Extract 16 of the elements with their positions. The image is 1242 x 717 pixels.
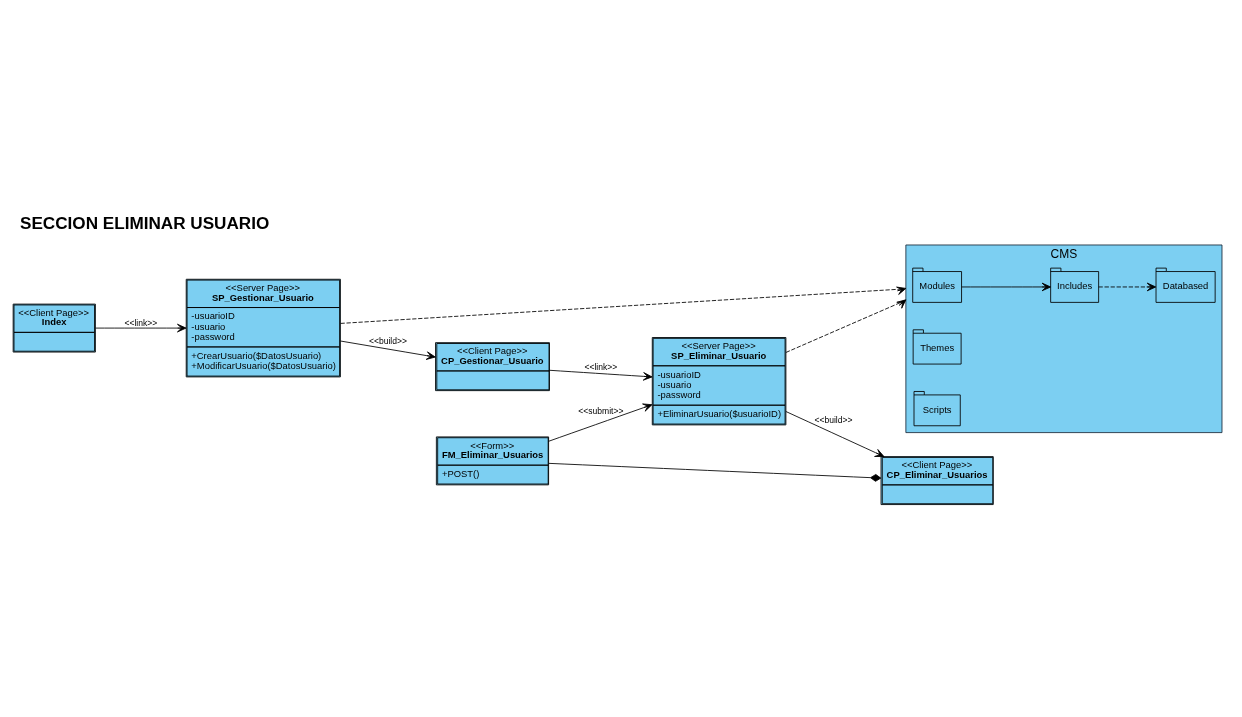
- arrow: [1098, 282, 1157, 292]
- edge-label: <<build>>: [814, 415, 853, 426]
- connector: [548, 462, 882, 482]
- edge-label: <<link>>: [124, 317, 158, 328]
- arrow: [340, 286, 907, 324]
- arrow: [95, 323, 187, 333]
- arrow: [785, 411, 885, 457]
- edge-label: <<submit>>: [578, 405, 624, 416]
- edge-label: <<build>>: [368, 336, 407, 347]
- arrow: [548, 403, 653, 442]
- arrow: [340, 340, 436, 360]
- arrow: [785, 299, 907, 353]
- edge-label: <<link>>: [584, 362, 618, 373]
- arrow: [549, 369, 653, 381]
- arrow: [961, 282, 1052, 292]
- diagram-title: SECCION ELIMINAR USUARIO: [20, 212, 270, 233]
